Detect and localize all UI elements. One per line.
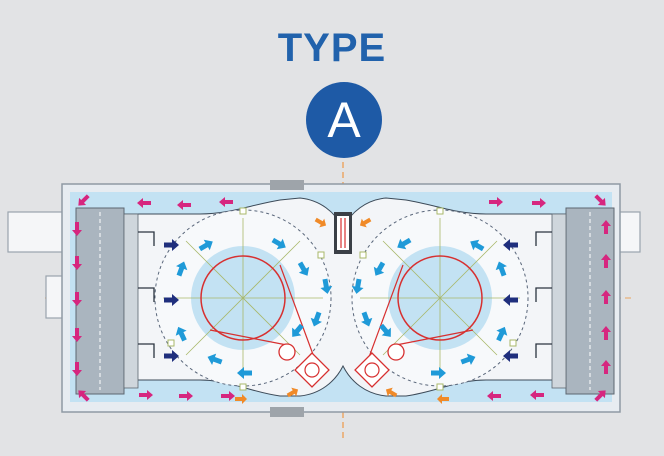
magenta-flow-arrow: [139, 390, 153, 400]
right-filter-unit-icon: [354, 352, 390, 388]
bottom-tab: [270, 407, 304, 417]
magenta-flow-arrow: [72, 256, 82, 270]
right-guide-circle: [397, 255, 483, 341]
magenta-flow-arrow: [179, 391, 193, 401]
left-guide-belt: [209, 264, 319, 369]
type-badge: A: [306, 82, 382, 158]
cyan-flow-arrows: [175, 237, 508, 379]
heater-unit-icon: [334, 212, 352, 254]
right-guide-belt: [364, 264, 474, 369]
top-tab: [270, 180, 304, 190]
orange-flow-arrows: [235, 217, 449, 404]
cyan-flow-arrow: [297, 261, 310, 276]
magenta-flow-arrow: [489, 197, 503, 207]
navy-flow-arrow: [164, 239, 179, 251]
left-filter-unit-icon: [294, 352, 330, 388]
navy-flow-arrow: [503, 350, 518, 362]
right-pump-fan-icon: [387, 343, 405, 361]
cyan-flow-arrow: [495, 261, 507, 277]
navy-flow-arrow: [503, 239, 518, 251]
magenta-flow-arrow: [594, 390, 606, 402]
cyan-flow-arrow: [207, 353, 223, 365]
magenta-flow-arrow: [532, 198, 546, 208]
navy-flow-arrow: [503, 294, 518, 306]
magenta-flow-arrow: [78, 390, 90, 402]
cyan-flow-arrow: [237, 367, 252, 379]
left-basin-spokes: [163, 218, 323, 378]
magenta-flow-arrow: [177, 200, 191, 210]
magenta-flow-arrow: [137, 198, 151, 208]
cyan-flow-arrow: [431, 367, 446, 379]
magenta-flow-arrow: [487, 391, 501, 401]
left-inlet-pipe: [7, 211, 69, 253]
orange-flow-arrow: [437, 394, 449, 404]
orange-flow-arrow: [286, 387, 299, 398]
magenta-flow-arrow: [72, 362, 82, 376]
cyan-flow-arrow: [361, 311, 373, 327]
orange-flow-arrow: [359, 217, 372, 228]
cyan-flow-arrow: [271, 237, 286, 250]
magenta-flow-arrow: [601, 290, 611, 304]
magenta-flow-arrows: [72, 194, 611, 402]
magenta-flow-arrow: [601, 254, 611, 268]
orange-flow-arrow: [385, 387, 398, 398]
cyan-flow-arrow: [175, 326, 187, 342]
magenta-flow-arrow: [221, 391, 235, 401]
cyan-flow-arrow: [470, 239, 485, 252]
basin-sensor-markers: [167, 207, 517, 391]
left-nozzle-brackets: [138, 231, 155, 358]
left-guide-circle: [200, 255, 286, 341]
cyan-flow-arrow: [176, 261, 188, 277]
magenta-flow-arrow: [72, 328, 82, 342]
cyan-flow-arrow: [460, 353, 476, 365]
magenta-flow-arrow: [530, 390, 544, 400]
cyan-flow-arrow: [292, 323, 304, 337]
magenta-flow-arrow: [72, 222, 82, 236]
magenta-flow-arrow: [78, 194, 90, 206]
cyan-flow-arrow: [496, 326, 508, 342]
magenta-flow-arrow: [601, 326, 611, 340]
right-basin-spokes: [360, 218, 520, 378]
navy-flow-arrow: [164, 350, 179, 362]
diagram-title: TYPE: [277, 26, 387, 70]
cyan-flow-arrow: [397, 237, 412, 250]
navy-flow-arrows: [164, 239, 518, 362]
navy-flow-arrow: [164, 294, 179, 306]
orange-flow-arrow: [314, 217, 327, 228]
left-pump-fan-icon: [278, 343, 296, 361]
magenta-flow-arrow: [72, 292, 82, 306]
magenta-flow-arrow: [594, 194, 606, 206]
magenta-flow-arrow: [219, 197, 233, 207]
left-filter-housing: [75, 207, 139, 395]
magenta-flow-arrow: [601, 220, 611, 234]
cyan-flow-arrow: [373, 261, 386, 276]
magenta-flow-arrow: [601, 360, 611, 374]
cyan-flow-arrow: [310, 311, 322, 327]
cyan-flow-arrow: [198, 239, 213, 252]
cyan-flow-arrow: [320, 278, 333, 294]
cyan-flow-arrow: [351, 278, 364, 294]
cyan-flow-arrow: [379, 323, 391, 337]
orange-flow-arrow: [235, 394, 247, 404]
right-nozzle-brackets: [535, 231, 552, 358]
